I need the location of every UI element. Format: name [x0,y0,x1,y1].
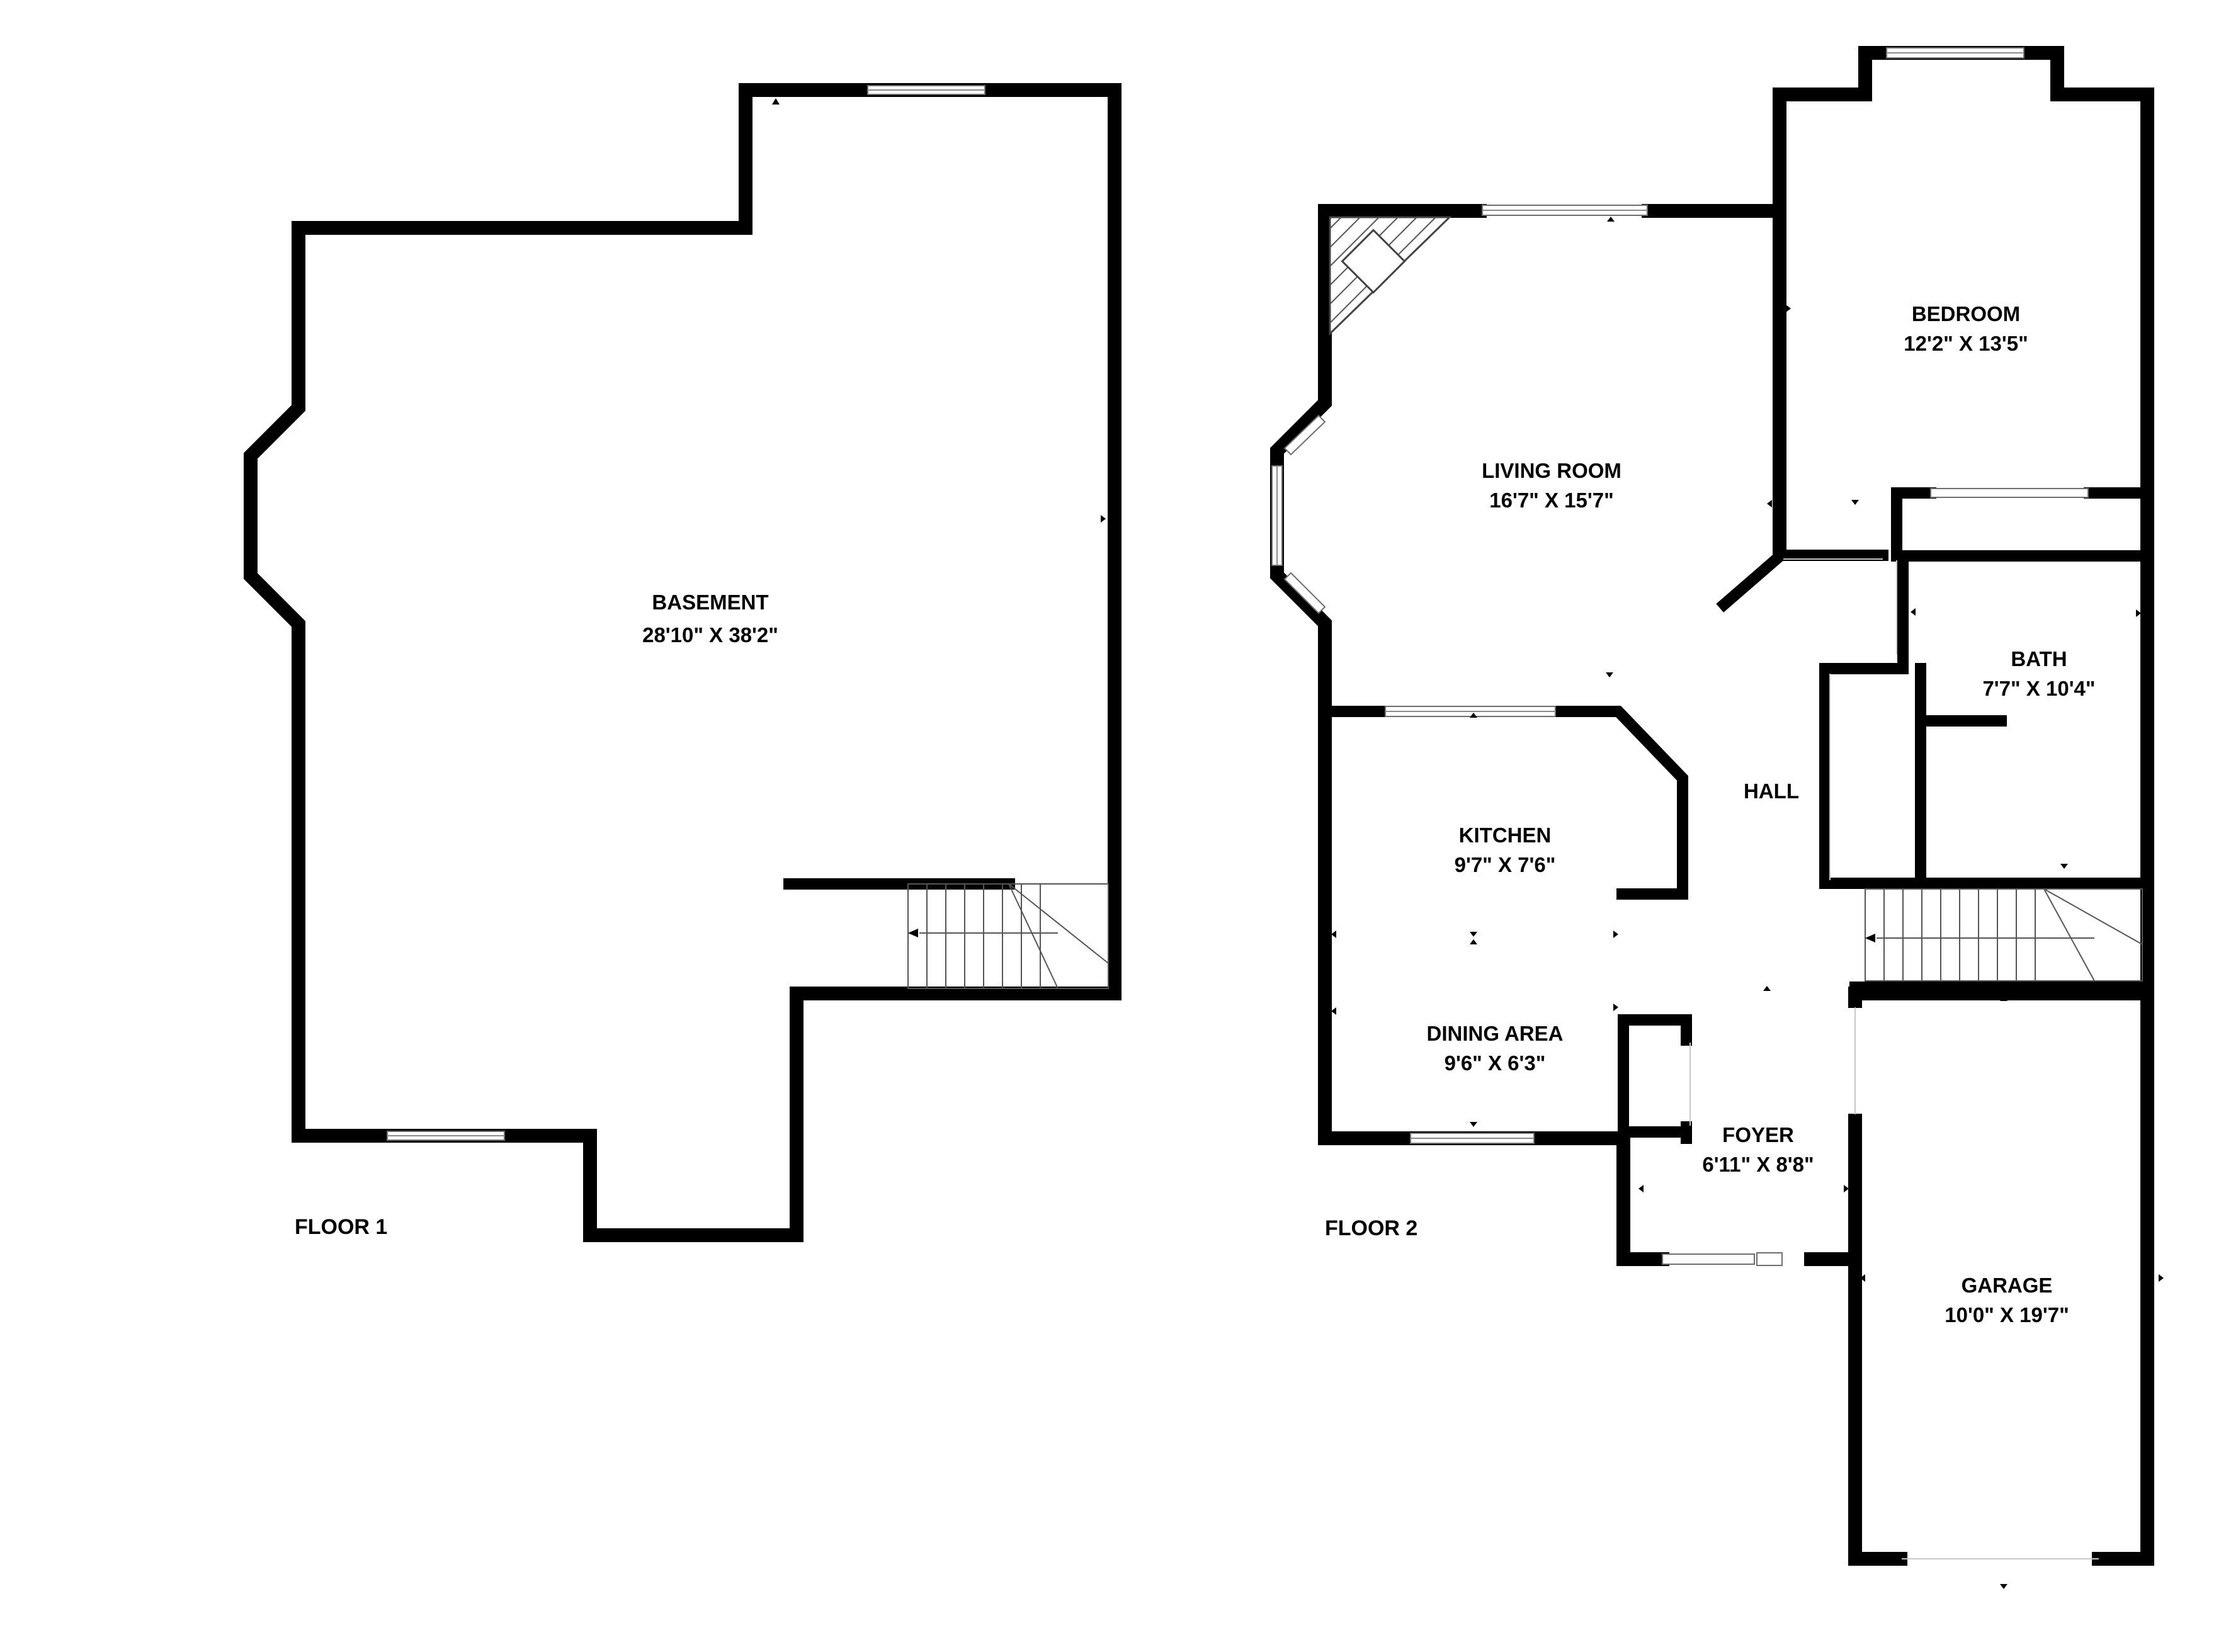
room-name-dining-area: DINING AREA [1427,1022,1564,1045]
foyer-closet-walls [1611,1014,1692,1144]
marker [1763,986,1771,991]
basement-walls [244,83,1122,1242]
hall-diagonal-wall [1716,547,1789,613]
floor-2-label: FLOOR 2 [1325,1216,1417,1240]
room-dims-dining-area: 9'6" X 6'3" [1445,1051,1546,1075]
main-staircase [1865,888,2143,982]
marker [1331,1007,1336,1015]
room-name-bath: BATH [2011,647,2067,670]
room-name-hall: HALL [1744,779,1799,803]
marker [1606,672,1613,677]
marker [1613,1004,1618,1011]
bath-window [1930,488,2089,498]
marker [1607,217,1615,222]
marker [2000,1584,2007,1589]
marker [1858,96,1865,101]
marker [2136,609,2141,617]
floor-1-plan: BASEMENT 28'10" X 38'2" FLOOR 1 [244,83,1122,1242]
basement-window-top [867,85,985,95]
living-room-bay-window-lower [1283,572,1326,614]
marker [2062,557,2069,562]
marker [1470,932,1477,944]
bedroom-walls [1773,46,2154,1566]
marker [1860,1274,1865,1282]
fireplace [1329,216,1452,336]
kitchen-window [1385,706,1556,717]
marker [1613,931,1618,938]
marker [2060,864,2068,869]
room-name-living-room: LIVING ROOM [1482,459,1621,482]
dining-window [1410,1133,1535,1144]
room-dims-living-room: 16'7" X 15'7" [1489,489,1613,512]
marker [1101,515,1106,523]
floor-2-plan: BEDROOM 12'2" X 13'5" LIVING ROOM 16'7" … [1270,46,2164,1589]
room-name-basement: BASEMENT [652,591,768,614]
foyer-door-window [1662,1252,1783,1266]
room-dims-basement: 28'10" X 38'2" [642,623,778,647]
room-dims-foyer: 6'11" X 8'8" [1702,1153,1814,1176]
living-room-bay-window-middle [1271,465,1283,566]
marker [1911,608,1916,616]
living-room-west-wall [1270,204,1624,1145]
marker [772,98,780,105]
room-name-foyer: FOYER [1722,1123,1794,1146]
room-dims-bath: 7'7" X 10'4" [1982,677,2095,700]
basement-window-bottom [387,1131,505,1141]
marker [1851,500,1859,505]
basement-staircase [907,883,1109,989]
floor-1-label: FLOOR 1 [295,1215,387,1239]
room-name-kitchen: KITCHEN [1459,823,1552,847]
bedroom-window-top [1886,47,2024,59]
room-dims-bedroom: 12'2" X 13'5" [1904,332,2028,355]
marker [1767,500,1772,507]
room-dims-kitchen: 9'7" X 7'6" [1455,853,1556,876]
marker [1844,1185,1849,1192]
marker [1470,713,1477,718]
living-room-window-top [1482,205,1648,216]
marker [1470,1122,1477,1127]
closet-walls [1891,487,1936,562]
room-dims-garage: 10'0" X 19'7" [1945,1303,2069,1327]
marker [1786,305,1791,312]
room-name-bedroom: BEDROOM [1912,302,2020,325]
room-name-garage: GARAGE [1962,1274,2053,1297]
living-room-bay-window-upper [1283,414,1326,456]
linen-closet-walls [1819,663,2153,889]
marker [1331,931,1336,938]
garage-walls [1848,987,2154,1566]
marker [2159,1274,2164,1282]
marker [2000,996,2007,1001]
marker [1638,1185,1644,1192]
